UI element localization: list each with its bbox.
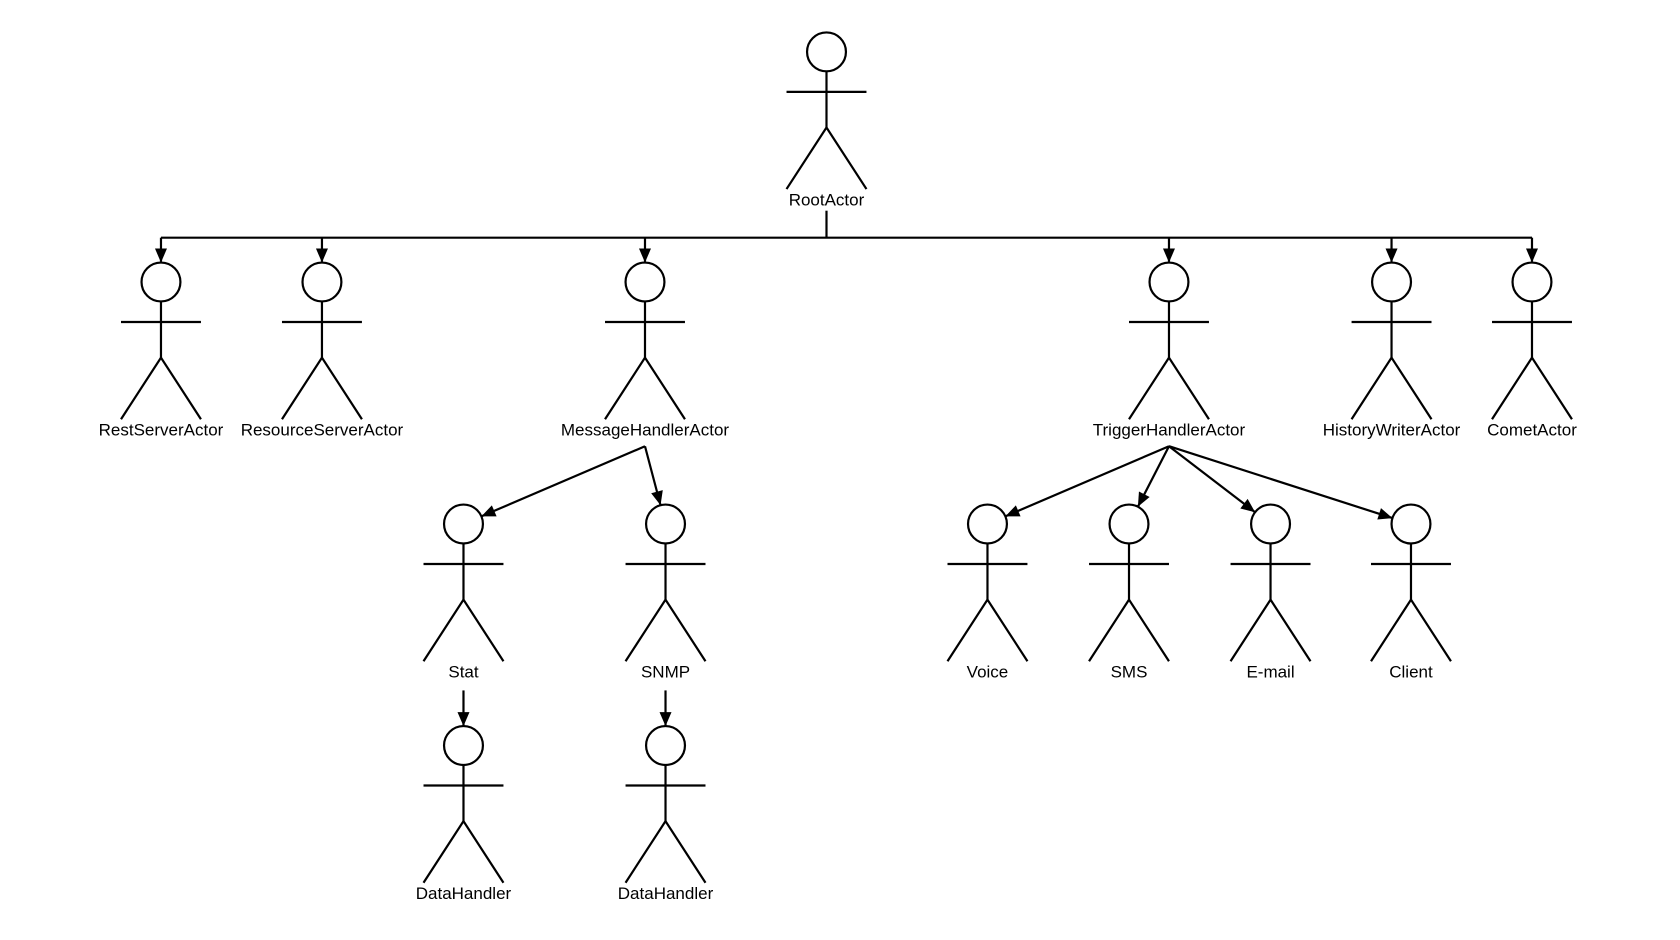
actor-head-icon [442,503,485,545]
connector-line [1168,445,1393,520]
actor-stat-dh: DataHandler [416,724,512,903]
arrowhead-icon [1240,498,1256,513]
actor-head-icon [140,261,182,303]
connector-line [1004,445,1170,518]
actor-label: SMS [1111,662,1148,681]
arrowhead-icon [1162,248,1175,263]
arrowhead-icon [1377,508,1393,520]
arrowhead-icon [659,712,672,727]
actor-client: Client [1370,503,1452,681]
arrowhead-icon [1525,248,1538,263]
connector-trigger-to-voice [1004,445,1170,518]
actor-head-icon [644,724,687,767]
actor-label: RootActor [789,190,865,209]
actor-label: E-mail [1246,662,1294,681]
actor-legs [604,355,686,420]
actor-head-icon [1511,261,1553,303]
actor-label: SNMP [641,662,690,681]
connector-trigger-to-sms [1136,445,1170,508]
actor-sms: SMS [1088,503,1170,681]
connector-root-to-history [1385,237,1398,263]
connector-trigger-to-email [1168,445,1256,514]
actor-legs [1229,597,1312,662]
connector-message-to-snmp [643,445,663,506]
actor-legs [1088,597,1170,662]
actor-head-icon [1148,261,1190,303]
connector-line [1168,445,1256,514]
actor-root: RootActor [785,31,868,209]
actor-legs [624,597,707,662]
actor-label: DataHandler [618,884,714,903]
actor-label: DataHandler [416,884,512,903]
arrowhead-icon [1005,505,1021,517]
actor-head-icon [1249,503,1292,545]
actor-legs [1370,597,1452,662]
actor-legs [946,597,1029,662]
actor-label: Stat [448,662,479,681]
actor-head-icon [966,503,1009,545]
connector-line [480,445,646,518]
actor-label: ResourceServerActor [241,420,404,439]
actor-legs [1350,355,1433,420]
actor-head-icon [442,724,485,767]
actor-trigger: TriggerHandlerActor [1093,261,1246,439]
arrowhead-icon [1137,491,1150,507]
actor-legs [785,125,868,190]
connectors-layer [154,210,1538,727]
actor-head-icon [644,503,687,545]
arrowhead-icon [315,248,328,263]
arrowhead-icon [457,712,470,727]
actor-rest: RestServerActor [99,261,224,439]
actor-label: MessageHandlerActor [561,420,730,439]
actor-stat: Stat [422,503,505,681]
actor-legs [422,819,505,884]
arrowhead-icon [1385,248,1398,263]
connector-root-to-comet [1525,237,1538,263]
actor-label: RestServerActor [99,420,224,439]
actor-label: Voice [967,662,1009,681]
arrowhead-icon [481,505,497,517]
actor-head-icon [1370,261,1413,303]
actor-history: HistoryWriterActor [1323,261,1461,439]
connector-root-to-trigger [1162,237,1175,263]
actor-label: Client [1389,662,1433,681]
root-bus-connector [154,210,1538,263]
connector-stat-to-stat-dh [457,690,470,727]
connector-root-to-rest [154,237,167,263]
arrowhead-icon [154,248,167,263]
actor-legs [281,355,363,420]
connector-message-to-stat [480,445,646,518]
actor-label: HistoryWriterActor [1323,420,1461,439]
actor-email: E-mail [1229,503,1312,681]
actor-label: TriggerHandlerActor [1093,420,1246,439]
actor-legs [624,819,707,884]
actor-legs [422,597,505,662]
actor-comet: CometActor [1487,261,1577,439]
actor-message: MessageHandlerActor [561,261,730,439]
connector-snmp-to-snmp-dh [659,690,672,727]
actor-snmp: SNMP [624,503,707,681]
actor-head-icon [1390,503,1432,545]
actor-snmp-dh: DataHandler [618,724,714,903]
arrowhead-icon [651,490,663,506]
connector-root-to-resource [315,237,328,263]
actor-voice: Voice [946,503,1029,681]
actor-head-icon [301,261,343,303]
actor-legs [1491,355,1573,420]
actor-head-icon [1108,503,1150,545]
actor-label: CometActor [1487,420,1577,439]
connector-trigger-to-client [1168,445,1393,520]
connector-root-to-message [638,237,651,263]
actor-legs [1128,355,1210,420]
arrowhead-icon [638,248,651,263]
actor-head-icon [624,261,666,303]
actor-head-icon [805,31,848,73]
actor-resource: ResourceServerActor [241,261,404,439]
actor-legs [120,355,202,420]
